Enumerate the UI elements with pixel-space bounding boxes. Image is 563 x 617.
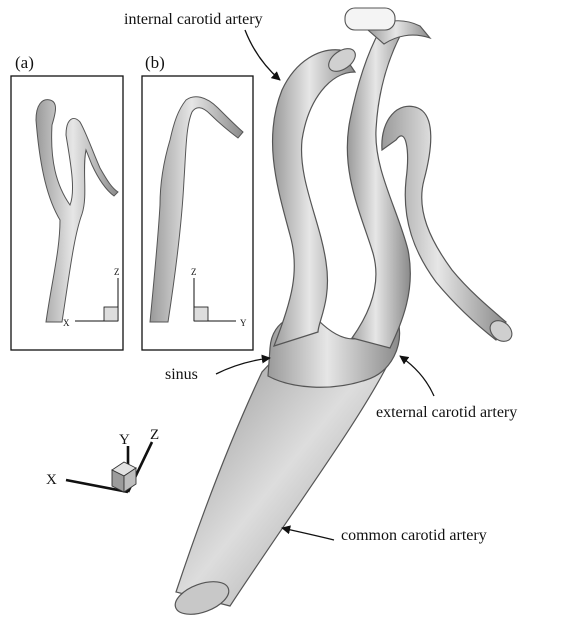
label-external-carotid: external carotid artery <box>376 404 517 421</box>
panel-a-x-label: X <box>63 318 70 328</box>
triad-y-label: Y <box>119 432 130 448</box>
label-internal-carotid: internal carotid artery <box>124 11 263 28</box>
panel-b-tag: (b) <box>145 53 165 72</box>
panel-b-y-label: Y <box>240 318 247 328</box>
triad-x-label: X <box>46 472 57 488</box>
internal-carotid-branch <box>273 50 355 346</box>
arrow-common <box>282 528 334 540</box>
panel-a-tag: (a) <box>15 53 34 72</box>
main-axis-triad: X Y Z <box>46 427 159 492</box>
panel-b: (b) Y Z <box>142 53 253 350</box>
label-common-carotid: common carotid artery <box>341 527 487 544</box>
panel-a-z-label: Z <box>114 267 120 277</box>
panel-b-z-label: Z <box>191 267 197 277</box>
arrow-external <box>400 356 434 396</box>
external-top-cap <box>345 8 395 30</box>
triad-z-label: Z <box>150 427 159 443</box>
external-carotid-branch <box>347 30 410 348</box>
label-sinus: sinus <box>165 366 198 383</box>
panel-a: (a) X Z <box>11 53 123 350</box>
arrow-internal <box>245 30 280 80</box>
